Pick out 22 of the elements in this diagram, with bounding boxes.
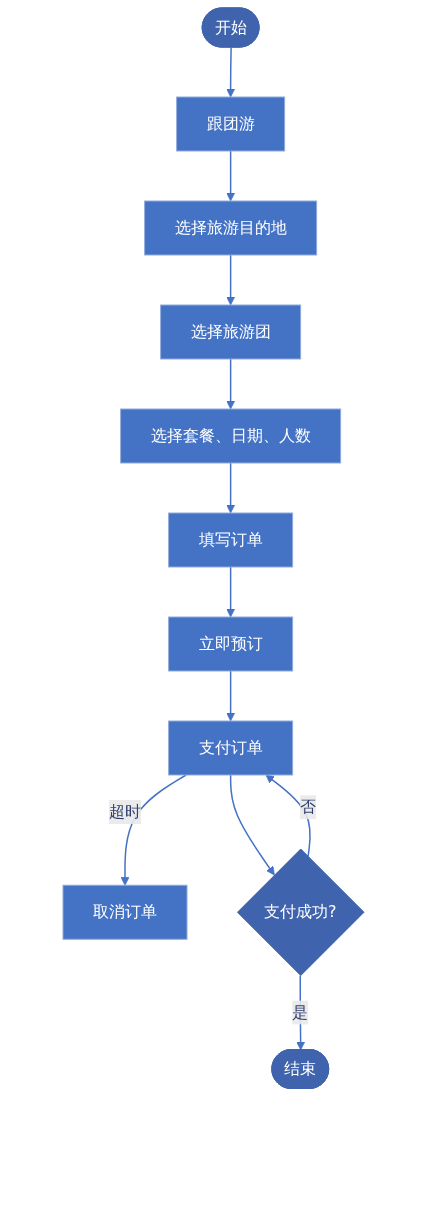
edge-label: 否 <box>300 797 317 817</box>
arrow <box>226 462 236 514</box>
node-box: 选择旅游目的地 <box>144 200 318 256</box>
node-box: 立即预订 <box>168 616 294 672</box>
arrow <box>226 254 236 306</box>
node-box: 选择旅游团 <box>160 304 302 360</box>
edge-label: 超时 <box>109 802 141 821</box>
arrow <box>226 566 236 618</box>
edge-label: 是 <box>292 1002 309 1022</box>
arrow <box>226 150 236 202</box>
arrow <box>229 774 275 876</box>
arrow <box>120 774 187 886</box>
node-box: 填写订单 <box>168 512 294 568</box>
node-diamond: 支付成功? <box>237 848 365 976</box>
node-box: 取消订单 <box>62 884 188 940</box>
arrow <box>226 670 236 722</box>
node-box: 选择套餐、日期、人数 <box>120 408 342 464</box>
arrow <box>226 46 236 98</box>
node-box: 支付订单 <box>168 720 294 776</box>
arrow <box>226 358 236 410</box>
node-box: 跟团游 <box>176 96 286 152</box>
arrow <box>265 774 311 858</box>
